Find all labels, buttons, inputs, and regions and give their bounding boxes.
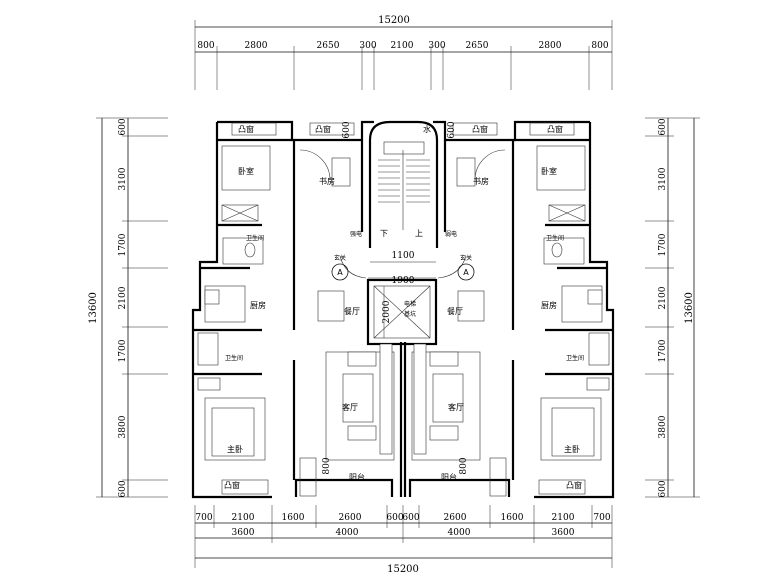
label-elevator-2: 基坑 [404, 310, 416, 318]
top-seg-0: 800 [197, 41, 214, 51]
bottom-seg-2: 1600 [282, 513, 305, 523]
left-seg-4: 1700 [118, 339, 128, 362]
label-kitchen-l: 厨房 [250, 300, 266, 310]
left-seg-2: 1700 [118, 233, 128, 256]
label-window-r: 600 [447, 121, 457, 138]
bottom-seg-3: 2600 [339, 513, 362, 523]
label-living-r: 客厅 [448, 402, 464, 412]
bottom-group-0: 3600 [232, 528, 255, 538]
label-bedroom-r: 卧室 [541, 166, 557, 176]
right-seg-4: 1700 [658, 339, 668, 362]
label-window-l: 600 [342, 121, 352, 138]
details [197, 122, 610, 497]
label-master-l: 主卧 [227, 444, 243, 454]
bottom-seg-5: 600 [402, 513, 419, 523]
bottom-group-2: 4000 [448, 528, 471, 538]
bottom-dimension-chain: 700 2100 1600 2600 600 600 2600 1600 210… [194, 505, 613, 575]
outer-walls [191, 120, 615, 499]
label-elevator-depth: 2000 [382, 300, 392, 323]
bottom-seg-1: 2100 [232, 513, 255, 523]
bottom-group-3: 3600 [552, 528, 575, 538]
label-study-r: 书房 [473, 176, 489, 186]
left-seg-3: 2100 [118, 286, 128, 309]
bottom-seg-8: 2100 [552, 513, 575, 523]
left-seg-6: 600 [118, 480, 128, 497]
label-dining-l: 餐厅 [344, 307, 360, 316]
label-balcony-dim-l: 800 [322, 457, 332, 474]
label-stair-down: 下 [380, 229, 388, 238]
label-balcony-l: 阳台 [349, 472, 365, 482]
bottom-total-label: 15200 [387, 564, 419, 575]
label-corridor-width: 1100 [392, 251, 415, 261]
label-bathroom-r1: 卫生间 [546, 234, 564, 242]
top-seg-1: 2800 [245, 41, 268, 51]
left-dimension-chain: 600 3100 1700 2100 1700 3800 600 13600 [88, 117, 168, 498]
label-bathroom-l2: 卫生间 [225, 354, 243, 362]
label-dining-r: 餐厅 [447, 307, 463, 316]
label-foyer-l: 玄关 [334, 254, 346, 262]
top-total-label: 15200 [378, 15, 410, 26]
label-foyer-r: 玄关 [460, 254, 472, 262]
label-bathroom-l1: 卫生间 [246, 234, 264, 242]
label-bay-window-l2: 凸窗 [315, 124, 331, 134]
left-seg-1: 3100 [118, 167, 128, 190]
right-seg-0: 600 [658, 118, 668, 135]
label-master-r: 主卧 [564, 444, 580, 454]
bottom-seg-0: 700 [195, 513, 212, 523]
left-seg-0: 600 [118, 118, 128, 135]
label-balcony-dim-r: 800 [459, 457, 469, 474]
top-seg-5: 300 [428, 41, 445, 51]
label-bedroom-l: 卧室 [238, 166, 254, 176]
bottom-seg-6: 2600 [444, 513, 467, 523]
right-seg-3: 2100 [658, 286, 668, 309]
unit-mark-r: A [463, 268, 469, 277]
top-seg-4: 2100 [391, 41, 414, 51]
unit-mark-l: A [337, 268, 343, 277]
bottom-seg-4: 600 [386, 513, 403, 523]
label-bay-window-bl: 凸窗 [224, 480, 240, 490]
label-weak-elec: 弱电 [445, 230, 457, 238]
right-total-label: 13600 [684, 292, 695, 324]
label-bay-window-r1: 凸窗 [547, 124, 563, 134]
top-seg-6: 2650 [466, 41, 489, 51]
room-labels: 凸窗 凸窗 凸窗 凸窗 凸窗 凸窗 600 600 卧室 卧室 书房 书房 水 … [224, 121, 584, 490]
label-study-l: 书房 [319, 176, 335, 186]
top-seg-3: 300 [359, 41, 376, 51]
label-bay-window-r2: 凸窗 [472, 124, 488, 134]
label-bay-window-br: 凸窗 [566, 480, 582, 490]
label-kitchen-r: 厨房 [541, 300, 557, 310]
right-seg-5: 3800 [658, 415, 668, 438]
top-seg-8: 800 [591, 41, 608, 51]
bottom-seg-9: 700 [593, 513, 610, 523]
right-dimension-chain: 600 3100 1700 2100 1700 3800 600 13600 [645, 117, 700, 498]
right-seg-1: 3100 [658, 167, 668, 190]
right-seg-2: 1700 [658, 233, 668, 256]
right-seg-6: 600 [658, 480, 668, 497]
label-elevator-1: 电梯 [404, 300, 416, 308]
label-strong-elec: 强电 [350, 230, 362, 238]
left-total-label: 13600 [88, 292, 99, 324]
label-stair-up: 上 [415, 229, 423, 238]
top-seg-7: 2800 [539, 41, 562, 51]
label-water: 水 [423, 124, 431, 134]
top-seg-2: 2650 [317, 41, 340, 51]
bottom-group-1: 4000 [336, 528, 359, 538]
left-seg-5: 3800 [118, 415, 128, 438]
label-living-l: 客厅 [342, 402, 358, 412]
label-bathroom-r2: 卫生间 [566, 354, 584, 362]
top-dimension-chain: 15200 800 2800 2650 300 2100 300 2650 28… [194, 15, 613, 90]
label-balcony-r: 阳台 [441, 472, 457, 482]
label-bay-window-l1: 凸窗 [238, 124, 254, 134]
bottom-seg-7: 1600 [501, 513, 524, 523]
label-elevator-width: 1900 [392, 276, 415, 286]
